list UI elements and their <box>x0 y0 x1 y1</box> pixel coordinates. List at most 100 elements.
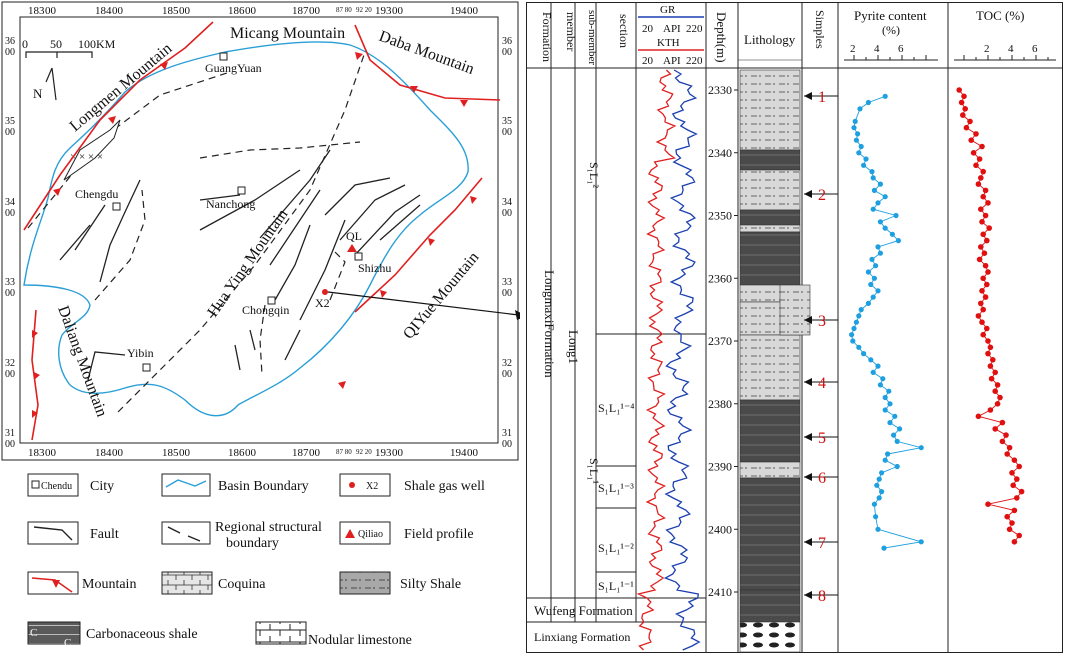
well-pointer-line <box>327 291 520 316</box>
data-point <box>877 181 883 187</box>
svg-text:34: 34 <box>502 197 512 208</box>
svg-text:33: 33 <box>502 277 512 288</box>
legend-basin-swatch <box>161 473 211 497</box>
data-point <box>992 426 998 432</box>
legend-city-swatch <box>27 473 79 497</box>
data-point <box>865 99 871 106</box>
data-point <box>997 394 1003 401</box>
svg-text:6: 6 <box>1032 43 1038 55</box>
svg-text:00: 00 <box>112 5 124 17</box>
data-point <box>855 131 861 137</box>
svg-text:31: 31 <box>5 428 15 439</box>
lithology-bed <box>739 461 801 479</box>
svg-text:2: 2 <box>850 43 856 55</box>
svg-text:00: 00 <box>45 5 57 17</box>
data-point <box>979 219 985 225</box>
data-point <box>880 376 886 382</box>
data-point <box>980 231 986 238</box>
svg-text:184: 184 <box>95 447 112 459</box>
data-point <box>987 407 994 413</box>
sample-arrowhead <box>804 591 812 599</box>
svg-text:32: 32 <box>502 358 512 369</box>
svg-text:36: 36 <box>5 36 15 47</box>
wufeng-formation: Wufeng Formation <box>534 603 633 618</box>
lithology-bed <box>739 224 801 233</box>
data-point <box>871 275 877 281</box>
legend-fault-label: Fault <box>90 527 119 542</box>
data-point <box>870 294 876 300</box>
faults <box>59 149 421 381</box>
data-point <box>875 526 881 532</box>
data-point <box>961 93 967 100</box>
depth-tick-label: 2390 <box>708 460 732 474</box>
depth-tick-label: 2350 <box>708 209 732 223</box>
svg-text:00: 00 <box>309 447 321 459</box>
data-point <box>870 175 876 181</box>
pyrite-plot <box>849 93 924 551</box>
city-marker <box>142 363 151 372</box>
data-point <box>978 206 984 212</box>
svg-text:API: API <box>663 23 681 35</box>
sample-label: 2 <box>818 187 826 204</box>
depth-tick-label: 2340 <box>708 146 732 160</box>
data-point <box>887 420 893 426</box>
svg-text:36: 36 <box>502 36 512 47</box>
data-point <box>975 181 982 187</box>
data-point <box>858 307 864 313</box>
svg-text:00: 00 <box>5 47 15 58</box>
legend-field-label: Field profile <box>404 527 474 542</box>
legend-mountain-swatch <box>27 571 79 595</box>
data-point <box>877 382 883 388</box>
data-point <box>869 169 875 175</box>
data-point <box>1011 507 1018 514</box>
legend-mountain-triangle <box>52 580 60 588</box>
data-point <box>987 363 994 369</box>
data-point <box>865 269 871 275</box>
mountain-triangles <box>32 52 477 418</box>
city-marker <box>112 202 121 211</box>
svg-text:00: 00 <box>5 208 15 219</box>
formation-name: LongmaxiFormation <box>542 270 557 378</box>
data-point <box>856 344 862 350</box>
svg-text:87 80: 87 80 <box>336 6 352 14</box>
data-point <box>875 363 881 369</box>
data-point <box>999 438 1006 445</box>
data-point <box>984 325 990 332</box>
data-point <box>897 426 903 432</box>
data-point <box>988 375 995 382</box>
lithology-bed <box>739 589 801 623</box>
header-toc: TOC (%) <box>976 8 1025 23</box>
data-point <box>1016 463 1022 470</box>
sample-label: 8 <box>818 588 826 605</box>
data-point <box>875 288 881 294</box>
header-pyrite: Pyrite content <box>854 8 927 23</box>
section-1-4: S₁L₁¹⁻⁴ <box>598 401 635 415</box>
legend-well-label: Shale gas well <box>404 479 485 494</box>
svg-text:00: 00 <box>502 47 512 58</box>
data-point <box>1009 470 1015 476</box>
svg-text:92 20: 92 20 <box>356 6 372 14</box>
data-point <box>868 281 874 288</box>
svg-text:31: 31 <box>502 428 512 439</box>
svg-text:183: 183 <box>28 447 45 459</box>
data-point <box>979 143 985 150</box>
sample-arrowhead <box>804 92 812 100</box>
coquina-lens <box>63 119 121 181</box>
data-point <box>1006 526 1013 533</box>
lithology-bed <box>739 169 801 211</box>
data-point <box>856 313 862 319</box>
depth-tick-label: 2380 <box>708 397 732 411</box>
north-arrow-icon: N <box>33 67 57 101</box>
toc-axis-ticks: 2 4 6 <box>984 43 1038 55</box>
legend-coquina-swatch <box>161 571 213 595</box>
city-marker <box>237 186 246 195</box>
data-point <box>980 275 986 282</box>
data-point <box>879 489 885 495</box>
header-pyrite-unit: (%) <box>882 23 900 37</box>
data-point <box>1004 513 1010 520</box>
legend-silty-swatch <box>339 571 391 595</box>
legend-carbon-swatch <box>27 621 81 645</box>
svg-text:00: 00 <box>45 447 57 459</box>
data-point <box>999 419 1006 426</box>
data-point <box>982 262 989 269</box>
